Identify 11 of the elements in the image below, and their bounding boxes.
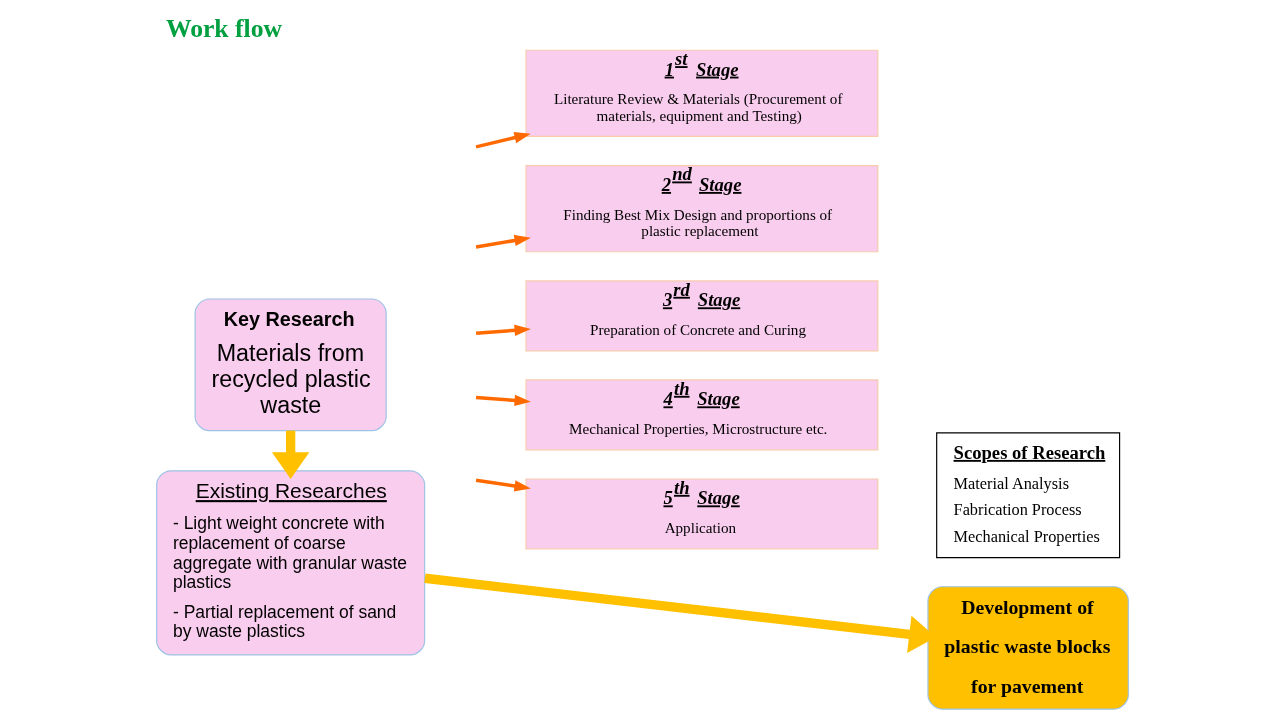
node-box: Development of plastic waste blocks for pavement xyxy=(926,586,1129,710)
node-box: Scopes of Research Material Analysis Fabrication Process Mechanical Properties xyxy=(935,432,1120,559)
arrow xyxy=(271,430,309,479)
diagram-title: Work flow xyxy=(165,13,282,43)
node-box: Existing Researches - Light weight concrete with replacement of coarse aggregate with granular waste plastics - Partial replacement of sand by waste plastics xyxy=(155,470,425,656)
arrow xyxy=(475,132,531,149)
arrow xyxy=(475,394,531,407)
node-box: Key Research Materials from recycled plastic waste xyxy=(194,298,387,432)
arrow xyxy=(475,234,531,249)
arrow xyxy=(475,324,531,337)
arrow xyxy=(475,478,531,492)
